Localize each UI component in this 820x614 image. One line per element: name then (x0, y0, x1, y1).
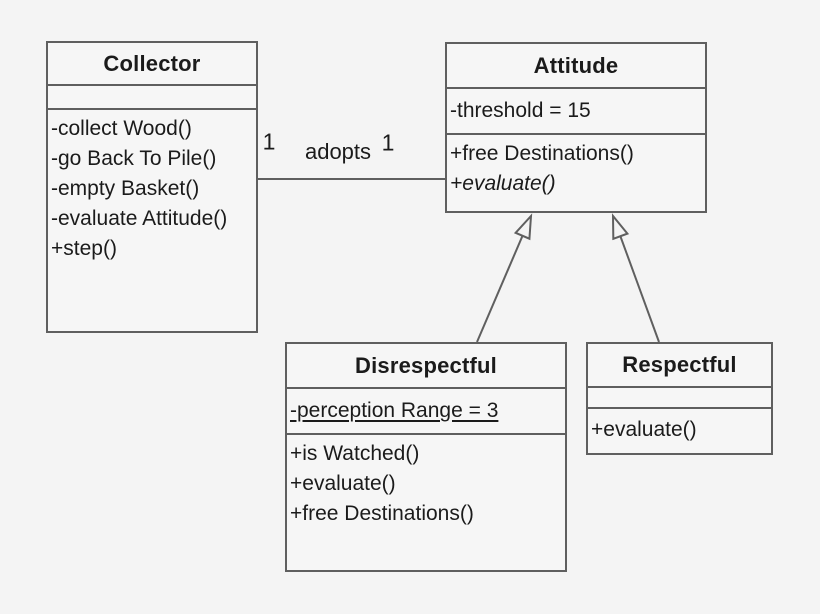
attribute-perception-range: -perception Range = 3 (290, 399, 499, 422)
method-is-watched: +is Watched() (290, 442, 420, 465)
class-box-collector: Collector -collect Wood() -go Back To Pi… (46, 41, 258, 333)
method-evaluate: +evaluate() (290, 472, 396, 495)
attributes-section-respectful (588, 386, 771, 407)
attributes-section-attitude: -threshold = 15 (447, 87, 705, 133)
method-collect-wood: -collect Wood() (51, 117, 192, 140)
method-evaluate-abstract: +evaluate() (450, 172, 556, 195)
class-name-disrespectful: Disrespectful (355, 352, 497, 378)
method-go-back-to-pile: -go Back To Pile() (51, 147, 217, 170)
class-name-attitude: Attitude (533, 52, 619, 78)
class-box-disrespectful: Disrespectful -perception Range = 3 +is … (285, 342, 567, 572)
multiplicity-attitude-end: 1 (381, 129, 395, 156)
methods-section-disrespectful: +is Watched() +evaluate() +free Destinat… (287, 433, 565, 570)
method-evaluate-attitude: -evaluate Attitude() (51, 207, 228, 230)
class-name-respectful: Respectful (622, 352, 737, 377)
method-step: +step() (51, 237, 117, 260)
methods-section-collector: -collect Wood() -go Back To Pile() -empt… (48, 108, 256, 331)
methods-section-attitude: +free Destinations() +evaluate() (447, 133, 705, 211)
attributes-section-disrespectful: -perception Range = 3 (287, 387, 565, 433)
method-free-destinations: +free Destinations() (290, 502, 474, 525)
generalization-arrow-disrespectful-to-attitude (476, 216, 531, 343)
class-box-attitude: Attitude -threshold = 15 +free Destinati… (445, 42, 707, 213)
generalization-arrow-respectful-to-attitude (613, 216, 660, 343)
class-box-respectful: Respectful +evaluate() (586, 342, 773, 455)
attribute-threshold: -threshold = 15 (450, 99, 591, 122)
class-name-collector: Collector (103, 50, 201, 76)
association-label: adopts (304, 139, 372, 164)
multiplicity-collector-end: 1 (262, 128, 276, 155)
method-evaluate: +evaluate() (591, 418, 697, 441)
methods-section-respectful: +evaluate() (588, 407, 771, 453)
method-empty-basket: -empty Basket() (51, 177, 200, 200)
method-free-destinations: +free Destinations() (450, 142, 634, 165)
attributes-section-collector (48, 84, 256, 108)
